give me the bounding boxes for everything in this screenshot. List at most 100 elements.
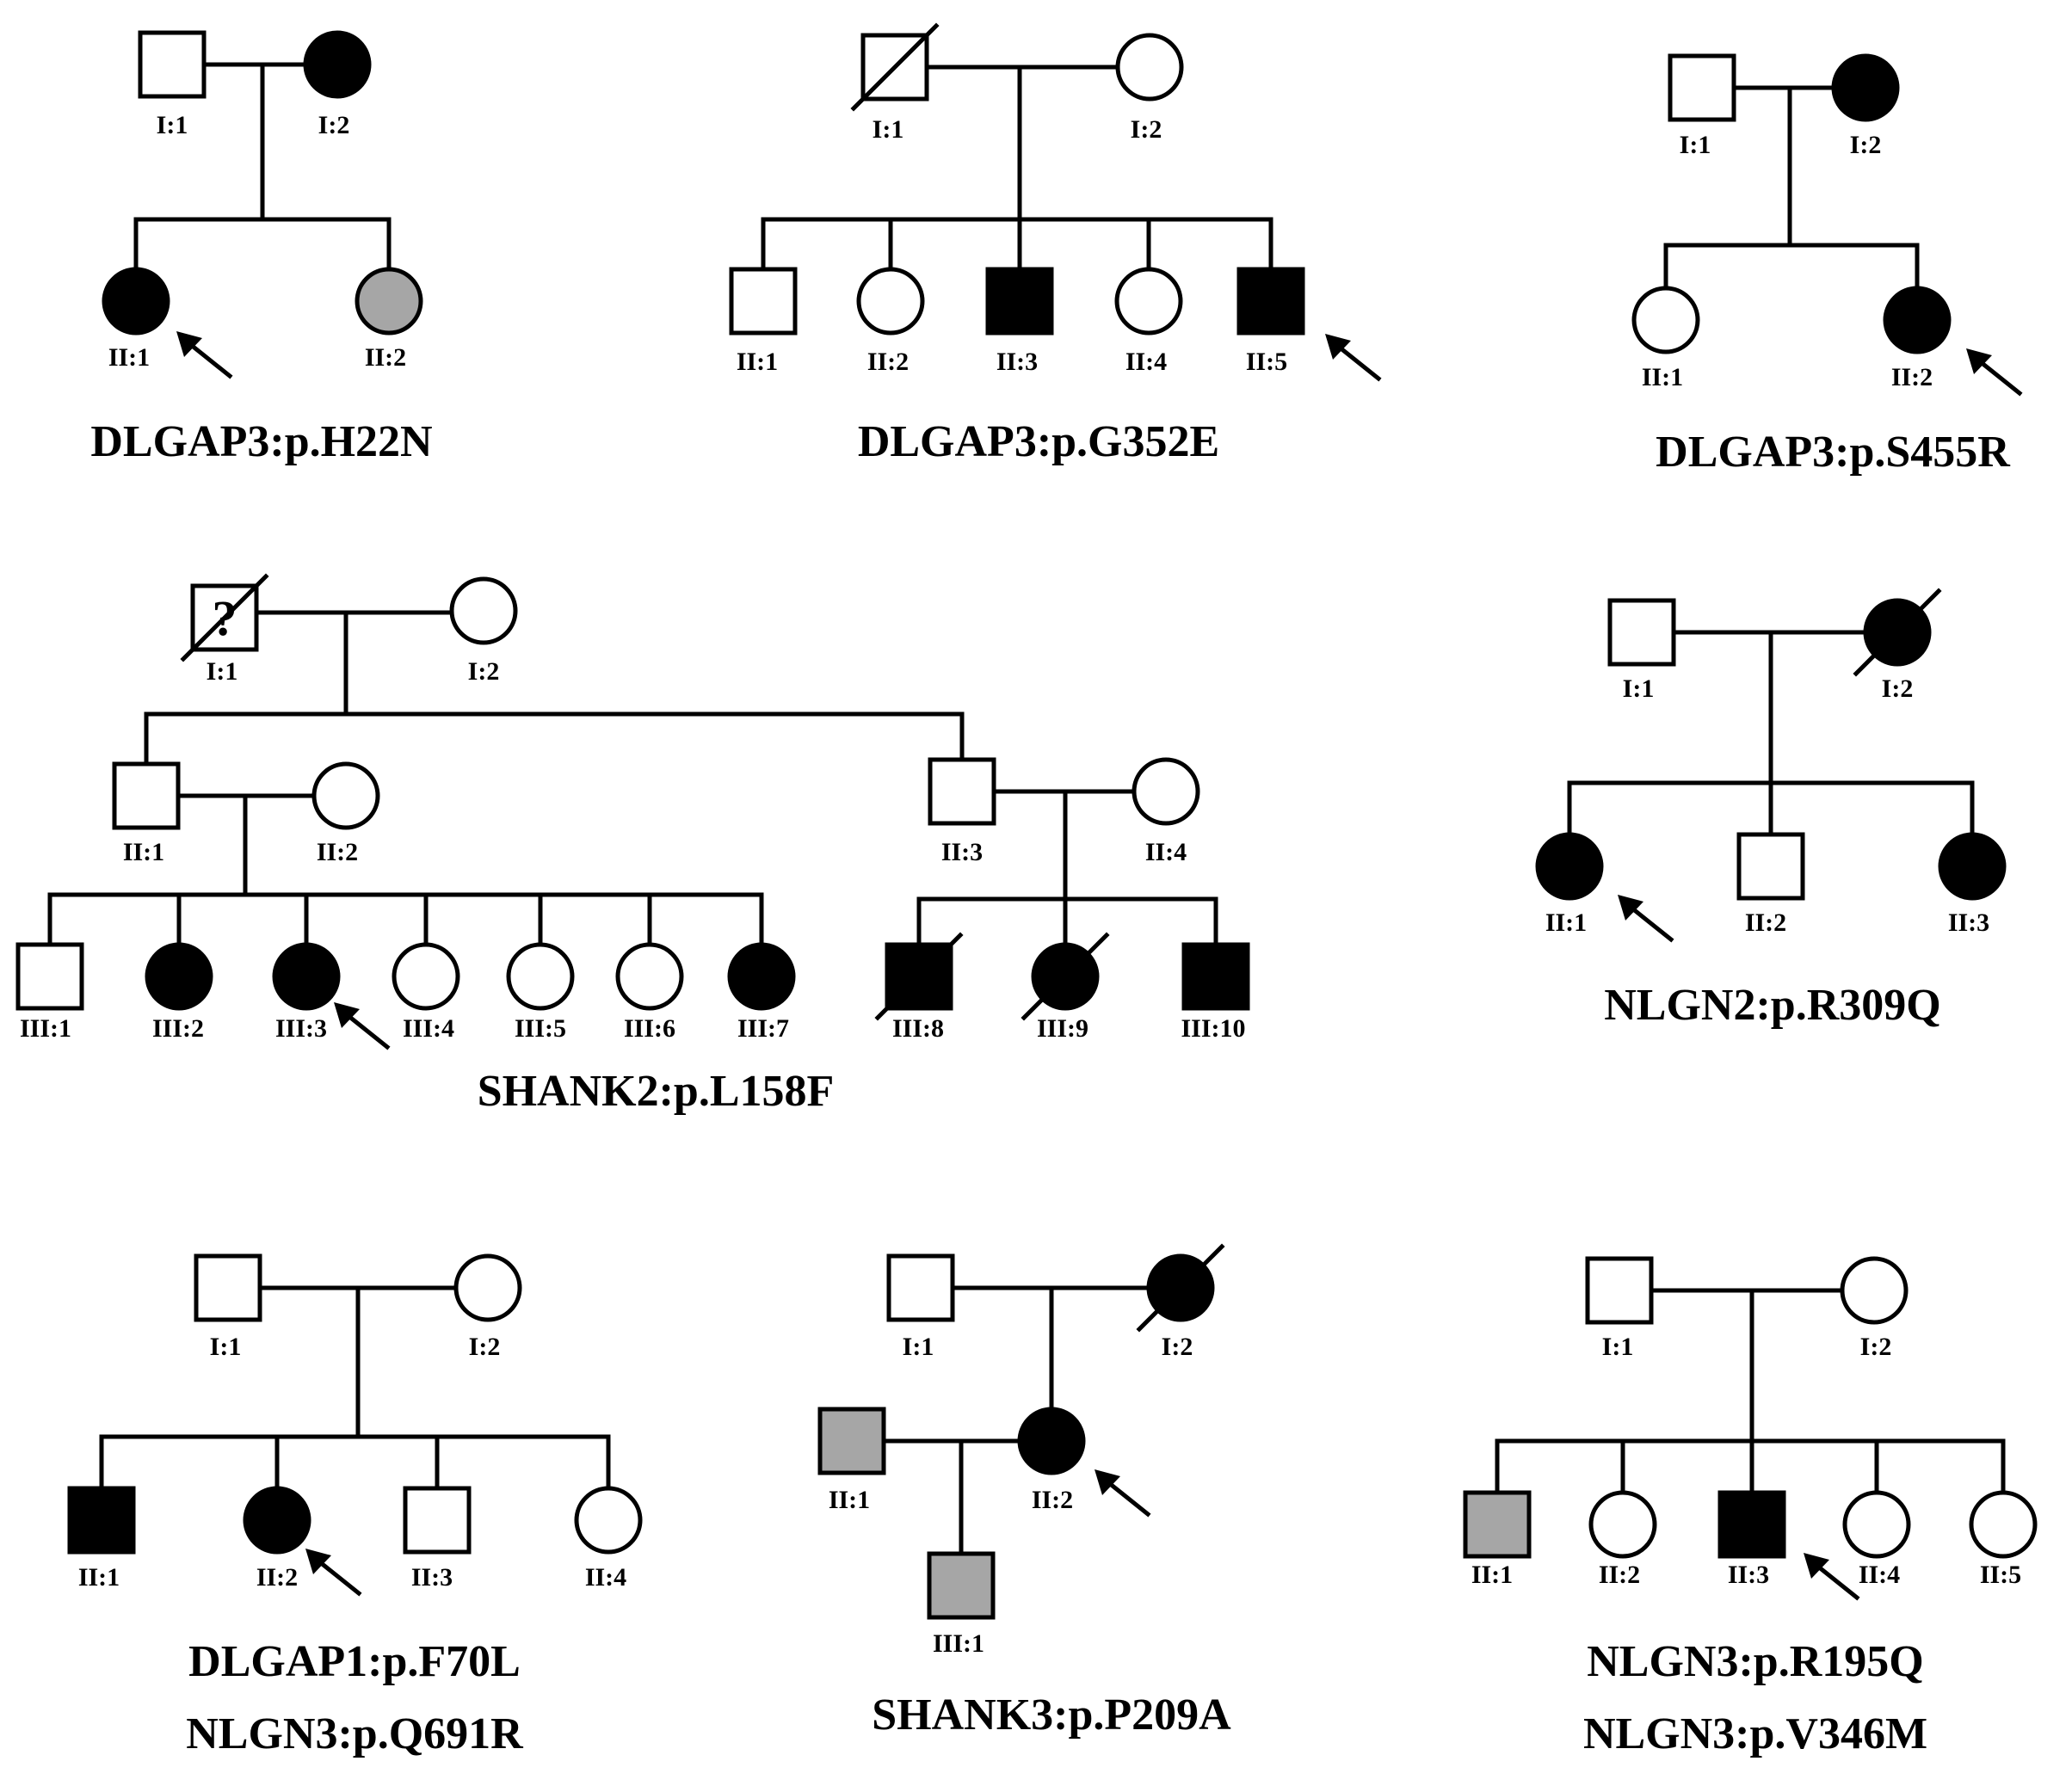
female-symbol xyxy=(1883,286,1952,354)
member-II-4: II:4 xyxy=(574,1486,643,1592)
male-symbol xyxy=(1736,832,1805,901)
member-I-2: I:2 xyxy=(1831,53,1900,159)
member-id-label: I:1 xyxy=(1602,1333,1634,1361)
member-III-9: III:9 xyxy=(1021,932,1110,1043)
female-symbol xyxy=(1840,1256,1909,1325)
member-id-label: II:1 xyxy=(1642,363,1683,391)
female-symbol xyxy=(355,267,423,336)
member-II-2: II:2 xyxy=(1017,1407,1086,1514)
member-id-label: III:6 xyxy=(624,1014,675,1043)
member-id-label: I:1 xyxy=(207,657,238,686)
female-symbol xyxy=(615,942,684,1011)
deceased-slash xyxy=(874,932,964,1021)
member-II-4: II:4 xyxy=(1132,757,1200,866)
male-symbol xyxy=(817,1407,886,1475)
female-symbol xyxy=(574,1486,643,1555)
member-II-2: II:2 xyxy=(243,1486,311,1592)
member-id-label: II:1 xyxy=(123,838,164,866)
member-II-4: II:4 xyxy=(1842,1490,1911,1589)
proband-arrowhead xyxy=(334,1002,360,1028)
member-id-label: I:1 xyxy=(1680,131,1711,159)
member-I-1: I:1 xyxy=(138,30,207,139)
member-III-1: III:1 xyxy=(927,1551,996,1658)
male-symbol xyxy=(138,30,207,99)
member-id-label: I:2 xyxy=(318,111,350,139)
female-symbol xyxy=(243,1486,311,1555)
female-symbol xyxy=(303,30,372,99)
member-id-label: II:4 xyxy=(1125,348,1167,376)
member-id-label: II:2 xyxy=(1032,1486,1073,1514)
member-id-label: II:3 xyxy=(411,1563,453,1592)
variant-caption: SHANK2:p.L158F xyxy=(478,1067,835,1116)
member-III-10: III:10 xyxy=(1181,942,1250,1043)
female-symbol xyxy=(1114,267,1183,336)
male-symbol xyxy=(985,267,1054,336)
member-id-label: I:2 xyxy=(1131,115,1162,144)
female-symbol xyxy=(1631,286,1700,354)
member-id-label: I:2 xyxy=(1860,1333,1892,1361)
member-id-label: II:1 xyxy=(1471,1561,1513,1589)
female-symbol xyxy=(1132,757,1200,826)
variant-caption: DLGAP3:p.H22N xyxy=(90,417,432,466)
female-symbol xyxy=(1535,832,1604,901)
member-II-3: II:3 xyxy=(985,267,1054,376)
member-id-label: II:1 xyxy=(829,1486,870,1514)
proband-arrowhead xyxy=(1966,348,1992,374)
male-symbol xyxy=(928,757,996,826)
member-id-label: II:1 xyxy=(78,1563,120,1592)
member-I-1: I:1 xyxy=(194,1253,262,1361)
member-I-2: I:2 xyxy=(453,1253,522,1361)
member-id-label: I:1 xyxy=(157,111,188,139)
female-symbol xyxy=(311,761,380,830)
member-id-label: II:5 xyxy=(1246,348,1287,376)
member-III-6: III:6 xyxy=(615,942,684,1043)
proband-arrowhead xyxy=(176,331,202,357)
male-symbol xyxy=(1463,1490,1532,1559)
member-id-label: III:5 xyxy=(515,1014,566,1043)
member-id-label: II:4 xyxy=(1859,1561,1900,1589)
female-symbol xyxy=(453,1253,522,1322)
male-symbol xyxy=(15,942,84,1011)
member-id-label: II:4 xyxy=(1145,838,1187,866)
proband-arrowhead xyxy=(1095,1469,1120,1495)
member-I-2: I:2 xyxy=(303,30,372,139)
member-id-label: I:2 xyxy=(1162,1333,1193,1361)
member-III-4: III:4 xyxy=(392,942,460,1043)
member-II-5: II:5 xyxy=(1969,1490,2038,1589)
member-id-label: I:2 xyxy=(468,657,500,686)
member-id-label: II:4 xyxy=(585,1563,626,1592)
member-id-label: II:1 xyxy=(1545,908,1587,937)
member-II-1: II:1 xyxy=(1463,1490,1532,1589)
member-I-2: I:2 xyxy=(449,576,518,686)
proband-arrow-shaft xyxy=(183,338,233,379)
member-id-label: II:1 xyxy=(108,343,150,372)
member-II-2: II:2 xyxy=(1736,832,1805,937)
member-id-label: II:2 xyxy=(256,1563,298,1592)
male-symbol xyxy=(886,1253,955,1322)
member-II-1: II:1 xyxy=(729,267,798,376)
variant-caption: NLGN2:p.R309Q xyxy=(1604,981,1940,1030)
deceased-slash xyxy=(850,22,940,112)
member-III-5: III:5 xyxy=(506,942,575,1043)
male-symbol xyxy=(1717,1490,1786,1559)
member-id-label: III:9 xyxy=(1037,1014,1088,1043)
female-symbol xyxy=(272,942,341,1011)
female-symbol xyxy=(1017,1407,1086,1475)
female-symbol xyxy=(856,267,925,336)
female-symbol xyxy=(102,267,170,336)
member-II-1: II:1 xyxy=(817,1407,886,1514)
member-II-2: II:2 xyxy=(856,267,925,376)
male-symbol xyxy=(927,1551,996,1620)
deceased-slash xyxy=(180,573,269,662)
member-II-3: II:3 xyxy=(403,1486,472,1592)
member-id-label: I:1 xyxy=(1623,674,1655,703)
member-II-1: II:1 xyxy=(67,1486,136,1592)
proband-arrow-shaft xyxy=(312,1555,362,1597)
female-symbol xyxy=(506,942,575,1011)
female-symbol xyxy=(1831,53,1900,122)
member-II-2: II:2 xyxy=(1588,1490,1657,1589)
proband-arrowhead xyxy=(1804,1553,1829,1579)
